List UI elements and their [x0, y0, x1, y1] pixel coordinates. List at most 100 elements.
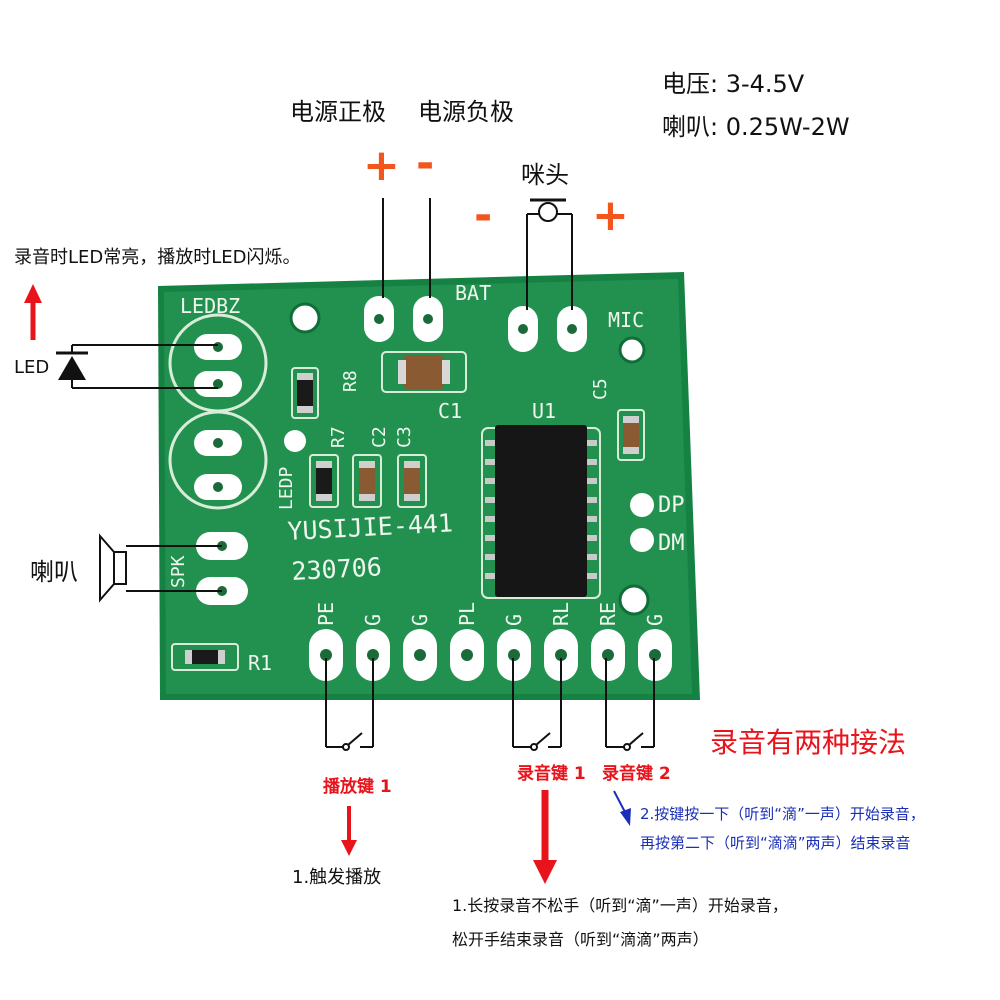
silk-r7: R7 — [328, 426, 349, 448]
mic-minus-sign: - — [474, 190, 492, 241]
ledp-pads — [194, 430, 242, 500]
voltage-spec: 电压: 3-4.5V — [662, 70, 805, 98]
rec-key2-wiring — [605, 658, 655, 751]
silk-r8: R8 — [340, 370, 361, 392]
header-pin-label: PE — [314, 602, 338, 626]
ic-leg — [587, 440, 597, 446]
capacitor-c1 — [404, 355, 444, 389]
header-pin-label: RE — [596, 602, 620, 626]
led-pads — [194, 334, 242, 397]
silk-ledp: LEDP — [276, 466, 297, 510]
header-pin-labels: PE G G PL G RL RE G — [314, 602, 667, 626]
c1-outline — [381, 351, 467, 393]
ic-leg — [587, 573, 597, 579]
header-pin-label: G — [361, 614, 385, 626]
smd-row — [309, 454, 427, 508]
header-pad-hole — [461, 649, 473, 661]
rec-key1-desc-line2: 松开手结束录音（听到“滴滴”两声） — [452, 930, 709, 949]
power-minus-sign: - — [416, 138, 434, 189]
mic-label: 咪头 — [521, 161, 569, 189]
header-pad-hole — [508, 649, 520, 661]
header-pad-hole — [367, 649, 379, 661]
ic-leg — [485, 516, 495, 522]
led-up-arrow — [24, 284, 42, 340]
led-diode-symbol — [56, 344, 218, 389]
rec-key2-desc-line2: 再按第二下（听到“滴滴”两声）结束录音 — [640, 834, 911, 852]
power-positive-label: 电源正极 — [290, 98, 386, 126]
power-negative-label: 电源负极 — [418, 98, 514, 126]
ic-leg — [587, 478, 597, 484]
speaker-symbol — [99, 533, 222, 603]
rec-key1-wiring — [512, 658, 562, 751]
ic-leg — [485, 573, 495, 579]
mic-plus-sign: + — [592, 190, 629, 241]
mic-pads — [508, 306, 587, 352]
ic-leg — [587, 554, 597, 560]
rec-key2-label: 录音键 2 — [602, 763, 671, 784]
speaker-power-spec: 喇叭: 0.25W-2W — [662, 113, 850, 141]
ic-leg — [587, 516, 597, 522]
silk-ledbz: LEDBZ — [180, 294, 240, 318]
rec-key1-label: 录音键 1 — [517, 763, 586, 784]
silk-c3: C3 — [394, 426, 415, 448]
rec-key1-desc-line1: 1.长按录音不松手（听到“滴”一声）开始录音， — [452, 896, 788, 915]
battery-pads — [364, 296, 443, 342]
header-pin-label: G — [502, 614, 526, 626]
microphone-symbol — [526, 198, 573, 310]
dm-pad — [630, 528, 654, 552]
silk-r1: R1 — [248, 651, 272, 675]
ic-leg — [485, 459, 495, 465]
ic-leg — [485, 478, 495, 484]
led-note: 录音时LED常亮，播放时LED闪烁。 — [14, 247, 301, 268]
ic-leg — [485, 440, 495, 446]
mounting-hole-bottom-right — [618, 584, 650, 616]
dp-pad — [630, 493, 654, 517]
rec-key2-desc-line1: 2.按键按一下（听到“滴”一声）开始录音， — [640, 805, 925, 823]
play-key-label: 播放键 1 — [323, 776, 392, 797]
silk-c1: C1 — [438, 399, 462, 423]
pcb-board: LEDBZ BAT MIC R8 R7 C2 C3 C1 U1 C5 LEDP … — [158, 272, 700, 700]
capacitor-c5 — [623, 416, 639, 454]
methods-title: 录音有两种接法 — [710, 726, 906, 759]
header-pads — [309, 629, 672, 681]
ic-leg — [485, 535, 495, 541]
header-pad-hole — [414, 649, 426, 661]
silk-c2: C2 — [369, 426, 390, 448]
ic-leg — [587, 497, 597, 503]
silk-dp: DP — [658, 493, 685, 518]
ic-u1 — [481, 425, 601, 599]
rec-key2-arrow — [613, 790, 631, 826]
silk-date: 230706 — [291, 552, 383, 586]
header-pad-hole — [602, 649, 614, 661]
silk-c5: C5 — [590, 378, 611, 400]
speaker-label: 喇叭 — [30, 558, 78, 586]
header-pin-label: G — [408, 614, 432, 626]
play-key-desc: 1.触发播放 — [292, 867, 381, 888]
header-pad-hole — [555, 649, 567, 661]
silk-bat: BAT — [455, 281, 491, 305]
header-pin-label: G — [643, 614, 667, 626]
ledp-footprint — [168, 410, 268, 510]
power-plus-sign: + — [363, 140, 400, 191]
play-key-arrow — [341, 806, 357, 856]
play-key-wiring — [325, 658, 374, 751]
silk-u1: U1 — [532, 399, 556, 423]
ic-body — [495, 425, 587, 597]
mounting-hole-top-left — [289, 302, 321, 334]
resistor-r1 — [185, 650, 225, 664]
ic-leg — [485, 497, 495, 503]
led-label: LED — [14, 357, 49, 378]
silk-mic: MIC — [608, 308, 644, 332]
header-pad-hole — [320, 649, 332, 661]
header-pin-label: RL — [549, 602, 573, 626]
silk-spk: SPK — [168, 555, 189, 588]
ic-leg — [587, 535, 597, 541]
ic-leg — [485, 554, 495, 560]
rec-key1-arrow — [533, 790, 557, 884]
header-pin-label: PL — [455, 602, 479, 626]
test-point — [284, 430, 306, 452]
silk-dm: DM — [658, 531, 685, 556]
resistor-r8 — [297, 373, 313, 413]
mounting-hole-top-right — [618, 336, 646, 364]
